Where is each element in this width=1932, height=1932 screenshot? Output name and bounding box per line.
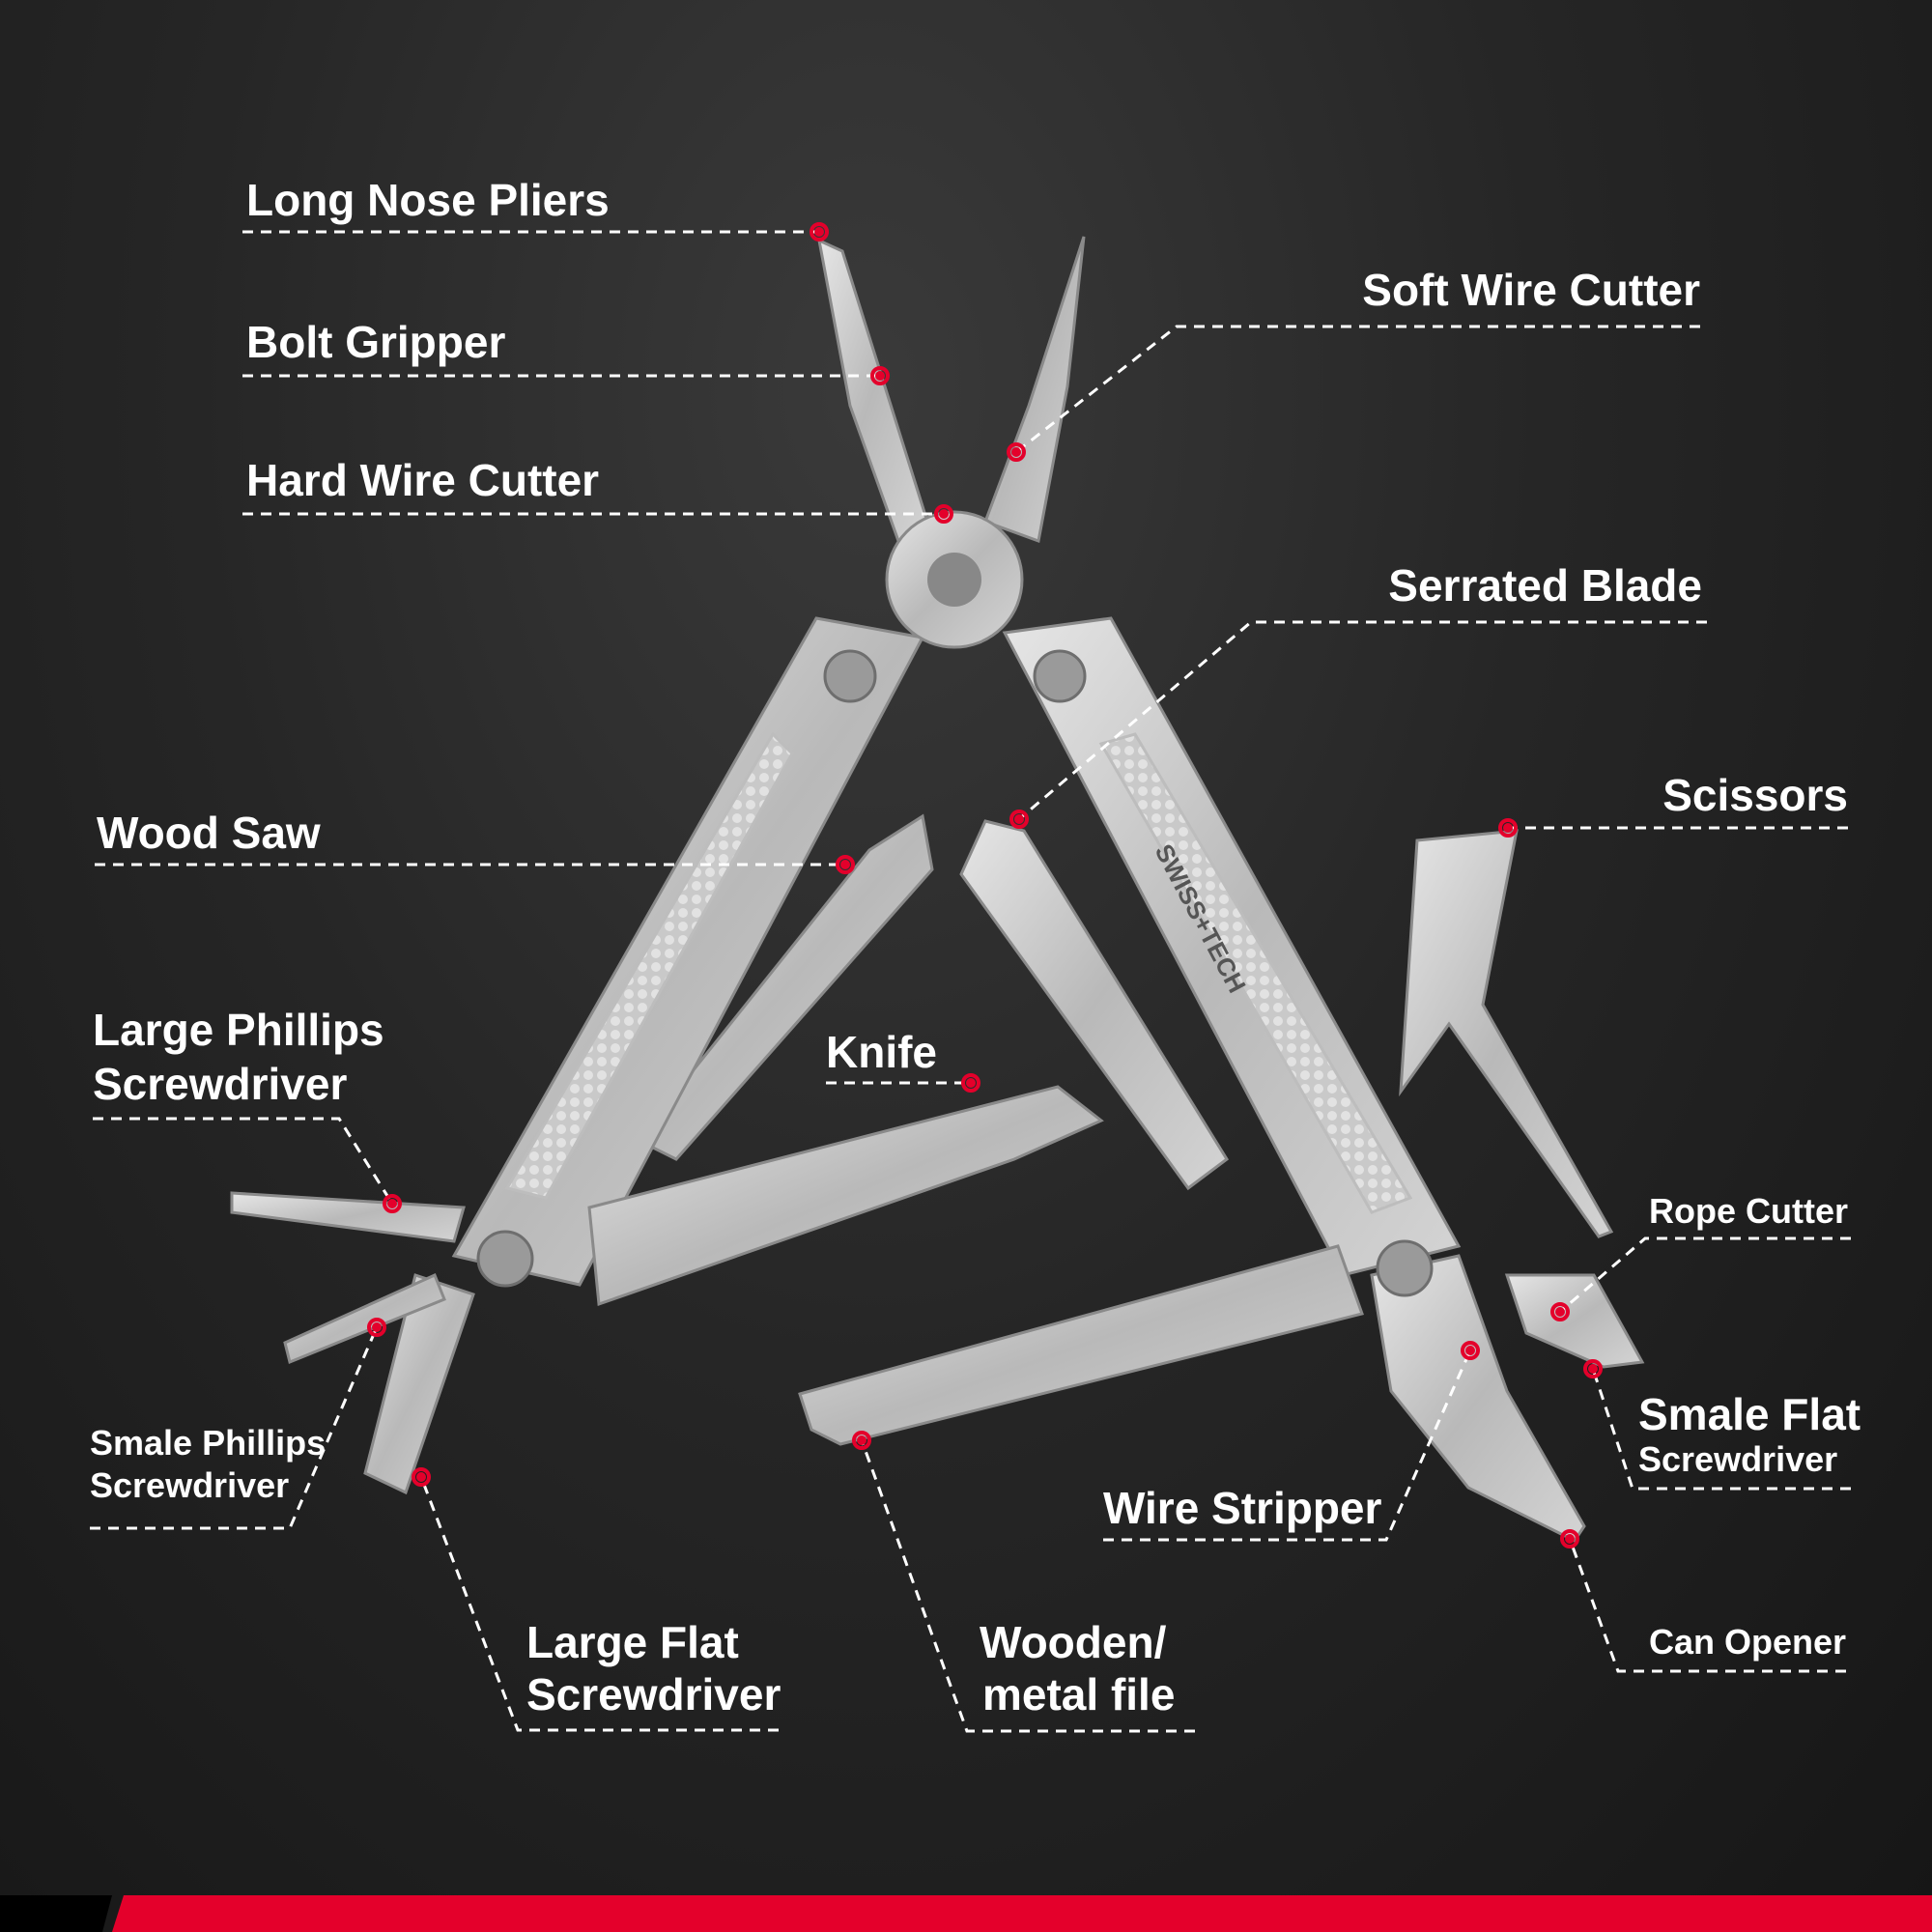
left-handle-grip	[504, 731, 794, 1200]
marker-icon	[961, 1073, 980, 1093]
leader-lines	[90, 230, 1851, 1733]
label-small-phillips-line2: Screwdriver	[90, 1465, 289, 1505]
marker-icon	[1560, 1529, 1579, 1548]
label-scissors: Scissors	[1662, 770, 1848, 820]
label-knife: Knife	[826, 1027, 937, 1077]
bottom-band	[0, 1895, 1932, 1932]
multitool-illustration: SWISS+TECH	[230, 236, 1645, 1543]
small-flat-tool	[1504, 1273, 1645, 1369]
marker-icon	[1550, 1302, 1570, 1321]
marker-icon	[836, 855, 855, 874]
label-long-nose-pliers: Long Nose Pliers	[246, 175, 610, 225]
small-phillips-tool	[283, 1272, 446, 1365]
label-large-phillips-line2: Screwdriver	[93, 1059, 347, 1109]
label-hard-wire-cutter: Hard Wire Cutter	[246, 455, 599, 505]
label-large-flat-line1: Large Flat	[526, 1617, 739, 1667]
large-phillips-tool	[230, 1191, 466, 1243]
label-file-line1: Wooden/	[980, 1617, 1167, 1667]
label-small-flat-line2: Screwdriver	[1638, 1439, 1837, 1479]
marker-icon	[934, 504, 953, 524]
label-file-line2: metal file	[982, 1669, 1175, 1719]
large-flat-screwdriver-tool	[363, 1273, 475, 1495]
marker-icon	[810, 222, 829, 242]
screw	[476, 1230, 534, 1288]
marker-icon	[367, 1318, 386, 1337]
label-small-flat-line1: Smale Flat	[1638, 1389, 1861, 1439]
marker-icon	[1498, 818, 1518, 838]
scissors-blade	[1399, 829, 1614, 1238]
screw	[1033, 649, 1087, 703]
marker-icon	[852, 1431, 871, 1450]
label-large-phillips-line1: Large Phillips	[93, 1005, 384, 1055]
red-band	[112, 1895, 1932, 1932]
label-large-flat-line2: Screwdriver	[526, 1669, 781, 1719]
pivot-center	[927, 553, 981, 607]
marker-icon	[1009, 810, 1029, 829]
knife-blade	[587, 1085, 1104, 1307]
label-wood-saw: Wood Saw	[97, 808, 321, 858]
label-can-opener: Can Opener	[1649, 1622, 1846, 1662]
file-tool	[798, 1244, 1364, 1446]
marker-icon	[1461, 1341, 1480, 1360]
label-serrated-blade: Serrated Blade	[1388, 560, 1702, 611]
marker-icon	[1007, 442, 1026, 462]
screw	[823, 649, 877, 703]
left-jaw	[816, 238, 929, 544]
right-jaw	[983, 236, 1086, 544]
marker-icon	[1583, 1359, 1603, 1378]
labels: Long Nose Pliers Bolt Gripper Hard Wire …	[90, 175, 1861, 1719]
label-small-phillips-line1: Smale Phillips	[90, 1423, 326, 1463]
label-wire-stripper: Wire Stripper	[1103, 1483, 1382, 1533]
marker-icon	[870, 366, 890, 385]
can-opener-tool	[1370, 1254, 1586, 1543]
label-rope-cutter: Rope Cutter	[1649, 1191, 1848, 1231]
screw	[1376, 1239, 1434, 1297]
serrated-blade-tool	[959, 819, 1229, 1191]
right-handle-grip	[1098, 732, 1413, 1214]
label-soft-wire-cutter: Soft Wire Cutter	[1362, 265, 1700, 315]
marker-icon	[412, 1467, 431, 1487]
black-band	[0, 1895, 112, 1932]
label-bolt-gripper: Bolt Gripper	[246, 317, 505, 367]
markers	[367, 222, 1603, 1548]
marker-icon	[383, 1194, 402, 1213]
